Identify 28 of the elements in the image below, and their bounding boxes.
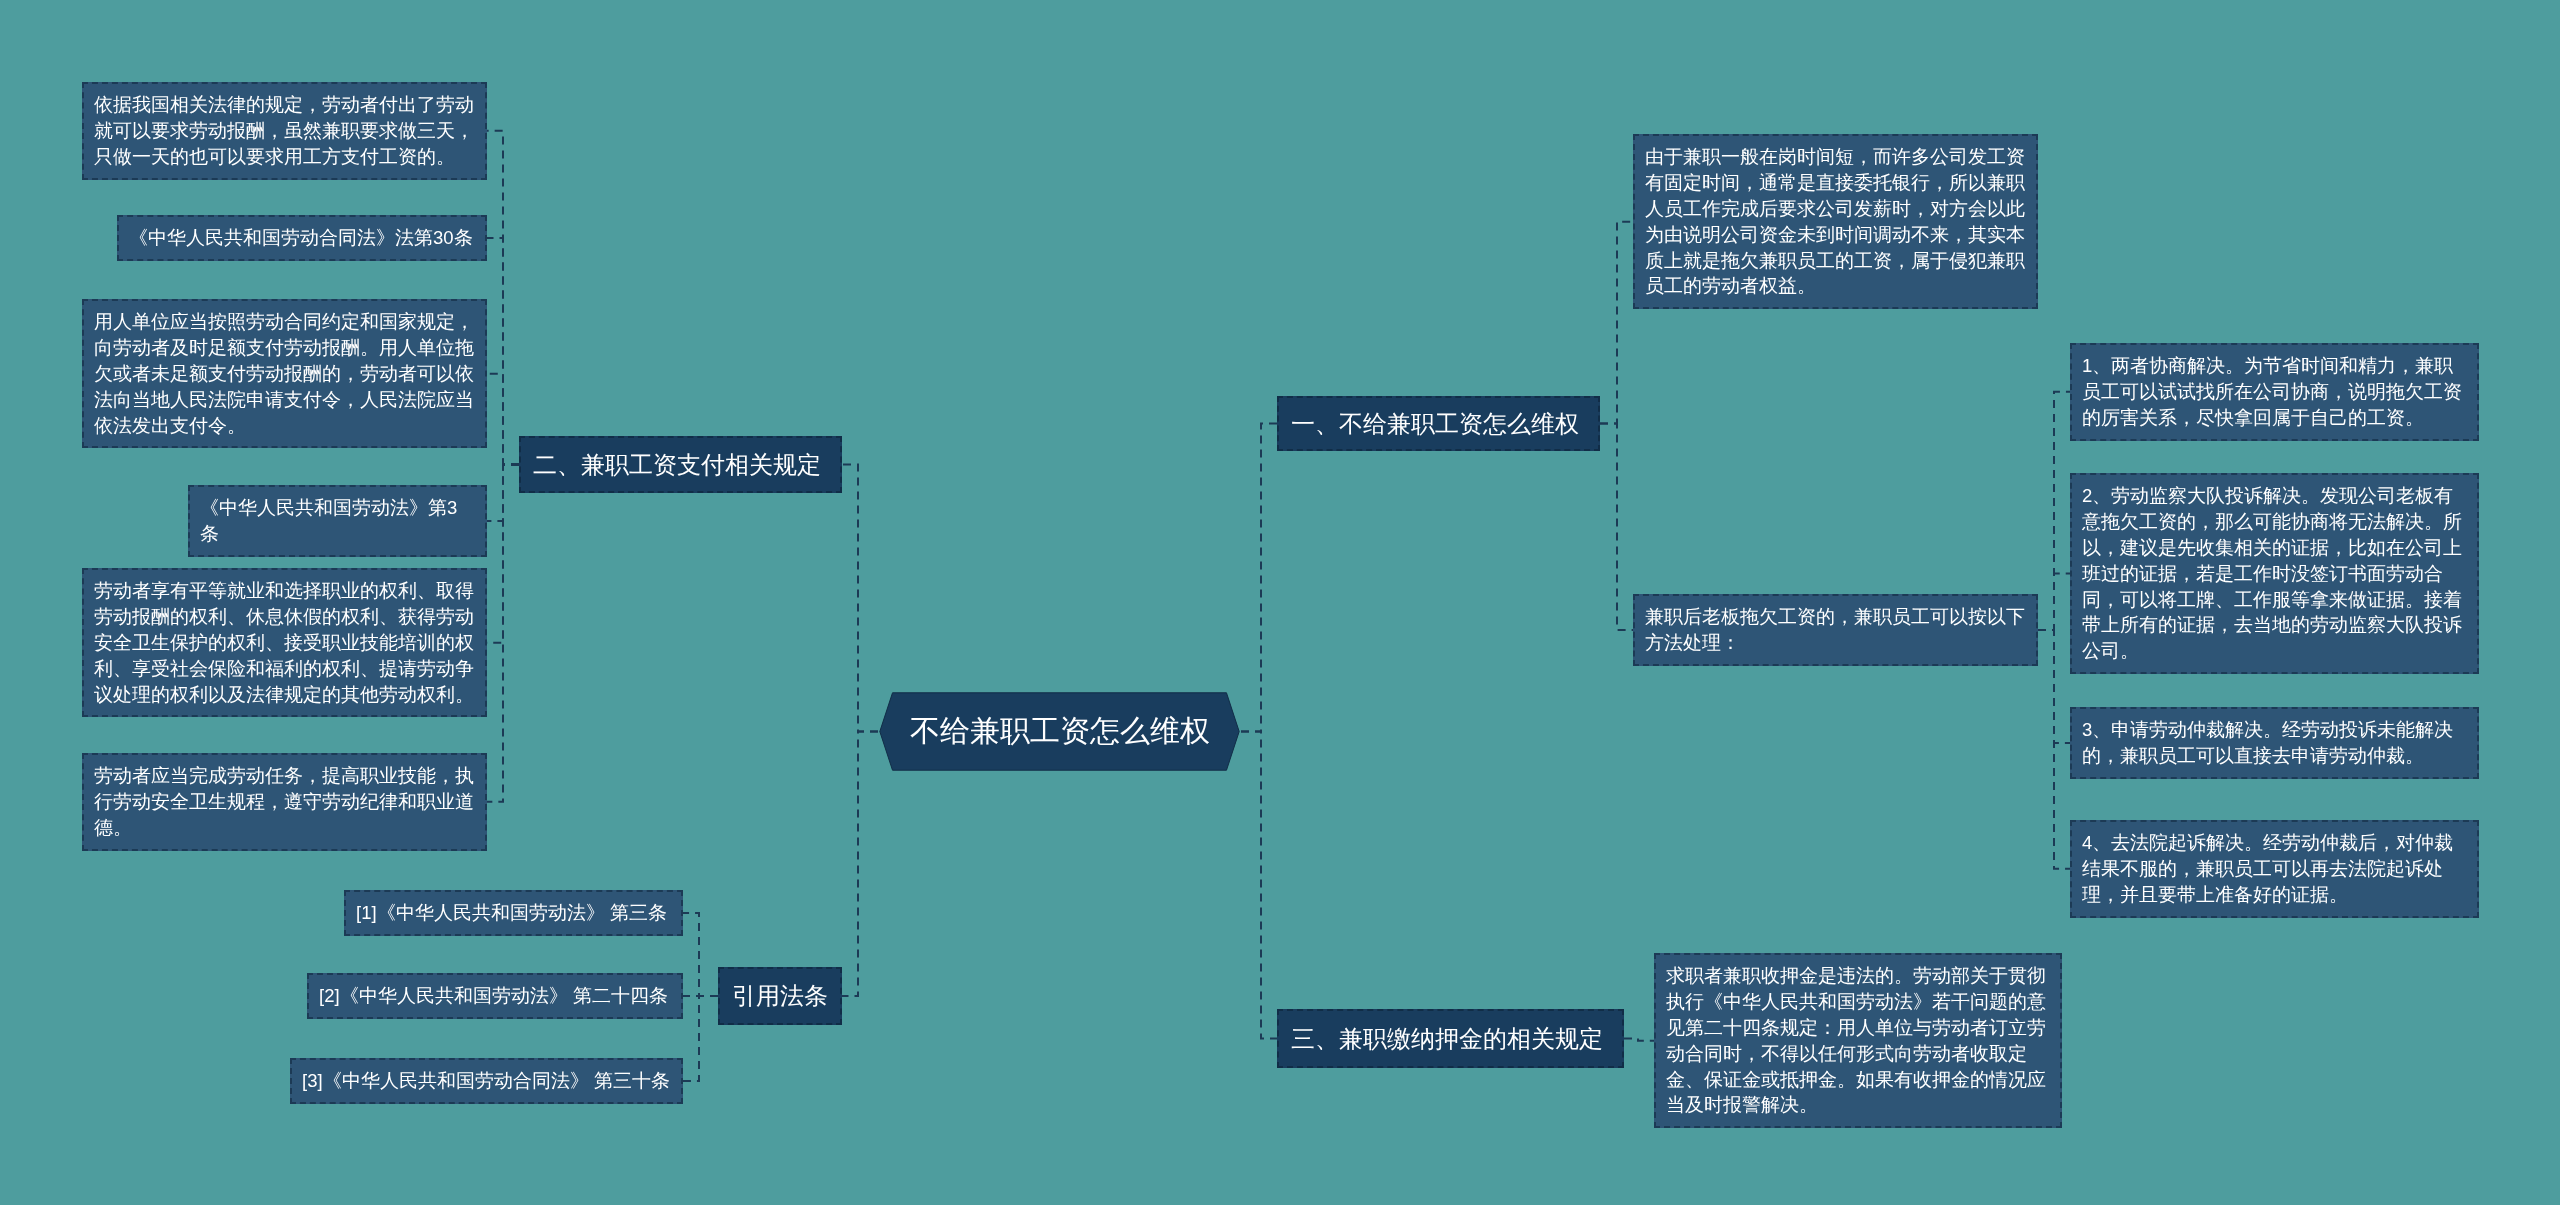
- text-box: 4、去法院起诉解决。经劳动仲裁后，对仲裁结果不服的，兼职员工可以再去法院起诉处理，并且要带上准备好的证据。: [2070, 820, 2479, 918]
- connector-line: [1240, 730, 1278, 1040]
- text-box: 兼职后老板拖欠工资的，兼职员工可以按以下方法处理：: [1633, 594, 2038, 666]
- connector-line: [682, 995, 719, 1082]
- text-box: [2]《中华人民共和国劳动法》 第二十四条: [307, 973, 683, 1019]
- central-topic-hexagon: 不给兼职工资怎么维权: [878, 692, 1241, 771]
- connector-line: [1599, 422, 1634, 631]
- connector-line: [841, 730, 879, 997]
- topic-box: 三、兼职缴纳押金的相关规定: [1277, 1009, 1624, 1068]
- text-box: 用人单位应当按照劳动合同约定和国家规定，向劳动者及时足额支付劳动报酬。用人单位拖欠或者未足额支付劳动报酬的，劳动者可以依法向当地人民法院申请支付令，人民法院应当依法发出支付令。: [82, 299, 487, 449]
- connector-line: [1623, 1037, 1655, 1042]
- text-box: 依据我国相关法律的规定，劳动者付出了劳动就可以要求劳动报酬，虽然兼职要求做三天，只做一天的也可以要求用工方支付工资的。: [82, 82, 487, 180]
- text-box: [3]《中华人民共和国劳动合同法》 第三十条: [290, 1058, 683, 1104]
- text-box: 2、劳动监察大队投诉解决。发现公司老板有意拖欠工资的，那么可能协商将无法解决。所以，建议是先收集相关的证据，比如在公司上班过的证据，若是工作时没签订书面劳动合同，可以将工牌、工作服等拿来做证据。接着带上所有的证据，去当地的劳动监察大队投诉公司。: [2070, 473, 2479, 675]
- topic-box: 引用法条: [718, 967, 842, 1025]
- connector-line: [486, 463, 520, 803]
- text-box: 劳动者应当完成劳动任务，提高职业技能，执行劳动安全卫生规程，遵守劳动纪律和职业道德。: [82, 753, 487, 851]
- text-box: 《中华人民共和国劳动合同法》法第30条: [117, 215, 487, 261]
- text-box: 求职者兼职收押金是违法的。劳动部关于贯彻执行《中华人民共和国劳动法》若干问题的意见第二十四条规定：用人单位与劳动者订立劳动合同时，不得以任何形式向劳动者收取定金、保证金或抵押金。如果有收押金的情况应当及时报警解决。: [1654, 953, 2062, 1129]
- text-box: 劳动者享有平等就业和选择职业的权利、取得劳动报酬的权利、休息休假的权利、获得劳动安全卫生保护的权利、接受职业技能培训的权利、享受社会保险和福利的权利、提请劳动争议处理的权利以及法律规定的其他劳动权利。: [82, 568, 487, 718]
- text-box: [1]《中华人民共和国劳动法》 第三条: [344, 890, 683, 936]
- connector-line: [2037, 628, 2071, 870]
- topic-box: 二、兼职工资支付相关规定: [519, 436, 842, 493]
- text-box: 由于兼职一般在岗时间短，而许多公司发工资有固定时间，通常是直接委托银行，所以兼职人员工作完成后要求公司发薪时，对方会以此为由说明公司资金未到时间调动不来，其实本质上就是拖欠兼职员工的工资，属于侵犯兼职员工的劳动者权益。: [1633, 134, 2038, 310]
- topic-box: 一、不给兼职工资怎么维权: [1277, 396, 1600, 451]
- text-box: 《中华人民共和国劳动法》第3条: [188, 485, 487, 557]
- text-box: 1、两者协商解决。为节省时间和精力，兼职员工可以试试找所在公司协商，说明拖欠工资的厉害关系，尽快拿回属于自己的工资。: [2070, 343, 2479, 441]
- text-box: 3、申请劳动仲裁解决。经劳动投诉未能解决的，兼职员工可以直接去申请劳动仲裁。: [2070, 707, 2479, 779]
